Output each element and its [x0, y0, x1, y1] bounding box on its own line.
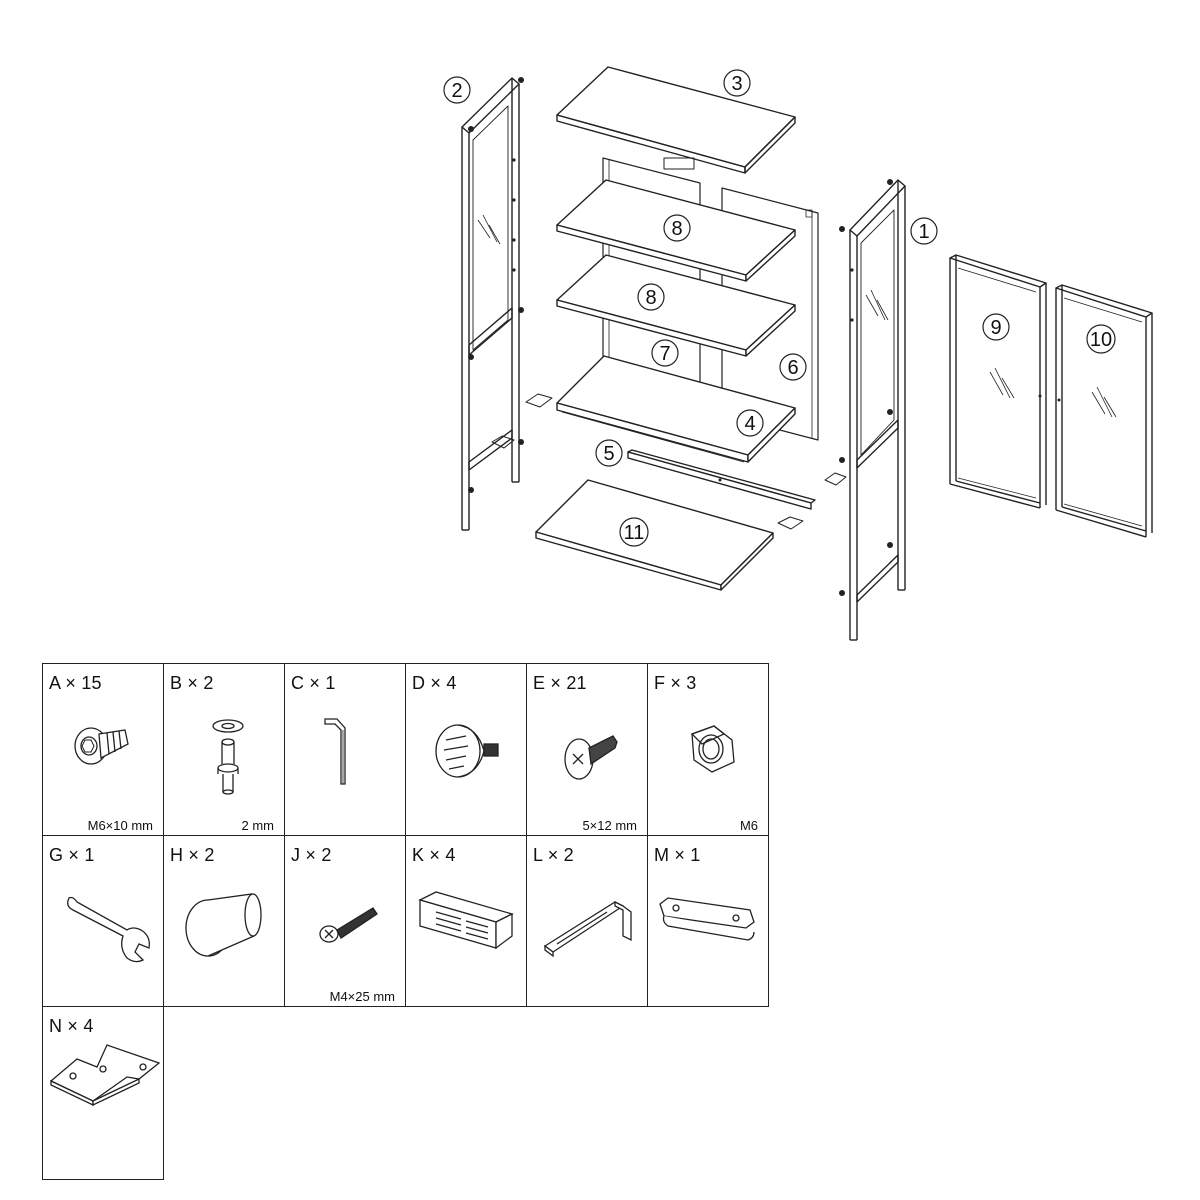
part-8-lower-shelf [556, 254, 796, 357]
hardware-k-label: K × 4 [412, 845, 456, 865]
callout-3: 3 [723, 69, 751, 97]
shelf-pin-icon [212, 719, 244, 795]
corner-plates [491, 393, 847, 530]
callout-3-number: 3 [731, 73, 742, 95]
hardware-cell-d: D × 4 [405, 663, 527, 836]
callout-11: 11 [619, 517, 649, 547]
callout-6: 6 [779, 353, 807, 381]
hardware-cell-n: N × 4 [42, 1006, 164, 1180]
callout-8-lower: 8 [637, 283, 665, 311]
wrench-icon [67, 896, 150, 963]
callout-2: 2 [443, 76, 471, 104]
flange-bolt-icon [74, 727, 129, 765]
hardware-h-label: H × 2 [170, 845, 215, 865]
hardware-f-label: F × 3 [654, 673, 697, 693]
callout-8-upper-number: 8 [671, 218, 682, 240]
part-5-rail [627, 449, 816, 510]
callout-10-number: 10 [1090, 329, 1112, 351]
part-callouts: 1 2 3 4 5 6 7 8 [443, 69, 1116, 547]
hardware-table: A × 15 M6×10 mm B × 2 2 mm C × 1 [42, 663, 769, 1180]
hardware-c-label: C × 1 [291, 673, 336, 693]
hardware-cell-h: H × 2 [163, 835, 285, 1007]
callout-5: 5 [595, 439, 623, 467]
callout-8-upper: 8 [663, 214, 691, 242]
part-2-left-frame [461, 77, 524, 531]
callout-4-number: 4 [744, 413, 755, 435]
hardware-e-spec: 5×12 mm [582, 818, 637, 833]
part-11-base-panel [535, 479, 774, 591]
hardware-b-spec: 2 mm [241, 818, 275, 833]
callout-8-lower-number: 8 [645, 287, 656, 309]
adjustable-foot-icon [435, 724, 499, 778]
hardware-n-label: N × 4 [49, 1016, 94, 1036]
callout-7: 7 [651, 339, 679, 367]
hardware-g-label: G × 1 [49, 845, 95, 865]
hardware-cell-m: M × 1 [647, 835, 769, 1007]
hardware-cell-g: G × 1 [42, 835, 164, 1007]
callout-2-number: 2 [451, 80, 462, 102]
part-4-bottom-shelf [556, 355, 796, 463]
mounting-plate-icon [659, 897, 755, 941]
callout-9: 9 [982, 313, 1010, 341]
hardware-m-label: M × 1 [654, 845, 701, 865]
wood-screw-icon [564, 735, 618, 780]
magnetic-catch-icon [418, 891, 514, 950]
hardware-cell-a: A × 15 M6×10 mm [42, 663, 164, 836]
hardware-cell-b: B × 2 2 mm [163, 663, 285, 836]
callout-1: 1 [910, 217, 938, 245]
hardware-f-spec: M6 [739, 818, 758, 833]
part-10-glass-door [1055, 284, 1153, 538]
callout-5-number: 5 [603, 443, 614, 465]
part-9-glass-door [949, 254, 1047, 509]
hardware-cell-e: E × 21 5×12 mm [526, 663, 648, 836]
callout-6-number: 6 [787, 357, 798, 379]
part-1-right-frame [839, 179, 906, 641]
hardware-e-label: E × 21 [533, 673, 587, 693]
knob-icon [185, 893, 262, 957]
hardware-cell-j: J × 2 M4×25 mm [284, 835, 406, 1007]
machine-screw-icon [319, 907, 378, 943]
hardware-cell-k: K × 4 [405, 835, 527, 1007]
hardware-a-spec: M6×10 mm [87, 818, 153, 833]
callout-7-number: 7 [659, 343, 670, 365]
hardware-j-spec: M4×25 mm [329, 989, 395, 1004]
callout-10: 10 [1086, 324, 1116, 354]
corner-plate-icon [49, 1044, 161, 1107]
hardware-d-label: D × 4 [412, 673, 457, 693]
hex-nut-icon [690, 725, 735, 773]
hardware-a-label: A × 15 [49, 673, 102, 693]
callout-11-number: 11 [624, 522, 645, 544]
l-bracket-icon [543, 900, 632, 958]
hardware-l-label: L × 2 [533, 845, 574, 865]
part-8-upper-shelf [556, 179, 796, 282]
callout-4: 4 [736, 409, 764, 437]
allen-key-icon [324, 718, 346, 785]
hardware-b-label: B × 2 [170, 673, 214, 693]
hardware-cell-c: C × 1 [284, 663, 406, 836]
hardware-cell-l: L × 2 [526, 835, 648, 1007]
part-3-top-panel [556, 66, 796, 174]
hardware-cell-f: F × 3 M6 [647, 663, 769, 836]
callout-9-number: 9 [990, 317, 1001, 339]
hardware-j-label: J × 2 [291, 845, 332, 865]
callout-1-number: 1 [918, 221, 929, 243]
exploded-assembly-diagram: 1 2 3 4 5 6 7 8 [443, 66, 1153, 641]
